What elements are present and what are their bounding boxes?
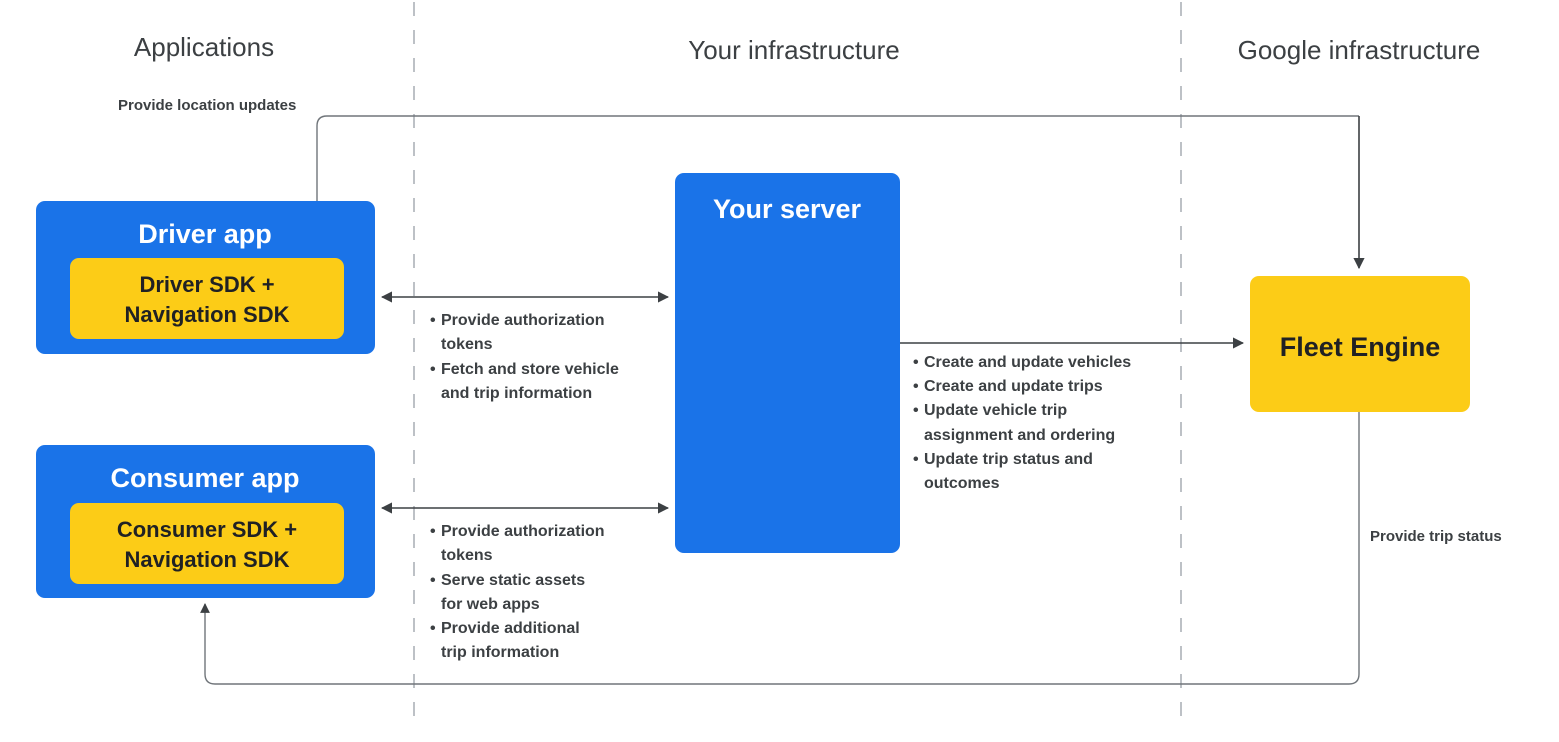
bullet-line: Provide authorization: [441, 312, 605, 329]
driver-sdk-box: [70, 258, 344, 339]
driver-sdk-line2: Navigation SDK: [124, 302, 289, 327]
bullet-marker: •: [430, 620, 436, 637]
bullet-line: and trip information: [441, 385, 592, 402]
flow-trip-status: [200, 412, 1360, 685]
bullet-line: tokens: [441, 336, 493, 353]
fleet-engine-box: [1250, 276, 1470, 412]
bullet-marker: •: [430, 572, 436, 589]
node-driver-app[interactable]: Driver app Driver SDK + Navigation SDK: [36, 201, 375, 354]
bullet-line: Update vehicle trip: [924, 402, 1067, 419]
bullet-marker: •: [913, 451, 919, 468]
bullet-line: Create and update trips: [924, 378, 1103, 395]
bullet-marker: •: [913, 378, 919, 395]
your-server-title: Your server: [713, 194, 862, 224]
bullet-line: Create and update vehicles: [924, 354, 1131, 371]
zone-header-your-infrastructure: Your infrastructure: [688, 35, 899, 65]
fleet-engine-title: Fleet Engine: [1280, 332, 1441, 362]
consumer-sdk-box: [70, 503, 344, 584]
edge-label-provide-trip-status: Provide trip status: [1370, 528, 1502, 545]
bullet-marker: •: [430, 312, 436, 329]
node-fleet-engine[interactable]: Fleet Engine: [1250, 276, 1470, 412]
bullet-line: outcomes: [924, 475, 1000, 492]
bullet-marker: •: [430, 361, 436, 378]
bullet-line: tokens: [441, 547, 493, 564]
bullets-consumer-to-server: • Provide authorization tokens • Serve s…: [430, 523, 605, 661]
bullet-marker: •: [430, 523, 436, 540]
driver-app-title: Driver app: [138, 219, 272, 249]
bullet-line: Serve static assets: [441, 572, 585, 589]
bullet-marker: •: [913, 354, 919, 371]
node-consumer-app[interactable]: Consumer app Consumer SDK + Navigation S…: [36, 445, 375, 598]
bullet-line: Provide additional: [441, 620, 580, 637]
driver-sdk-line1: Driver SDK +: [139, 272, 274, 297]
flow-location-updates: [316, 115, 1359, 258]
bullet-line: trip information: [441, 644, 559, 661]
zone-header-applications: Applications: [134, 32, 274, 62]
bullet-line: Fetch and store vehicle: [441, 361, 619, 378]
bullet-line: Provide authorization: [441, 523, 605, 540]
consumer-app-title: Consumer app: [110, 463, 299, 493]
consumer-sdk-line2: Navigation SDK: [124, 547, 289, 572]
zone-header-google-infrastructure: Google infrastructure: [1238, 35, 1481, 65]
bullet-line: Update trip status and: [924, 451, 1093, 468]
node-your-server[interactable]: Your server: [675, 173, 900, 553]
bullet-line: for web apps: [441, 596, 540, 613]
edge-label-provide-location-updates: Provide location updates: [118, 97, 296, 114]
bullets-server-to-fleet-engine: • Create and update vehicles • Create an…: [913, 354, 1131, 492]
bullet-line: assignment and ordering: [924, 427, 1115, 444]
consumer-sdk-line1: Consumer SDK +: [117, 517, 297, 542]
bullet-marker: •: [913, 402, 919, 419]
your-server-box: [675, 173, 900, 553]
bullets-driver-to-server: • Provide authorization tokens • Fetch a…: [430, 312, 619, 402]
